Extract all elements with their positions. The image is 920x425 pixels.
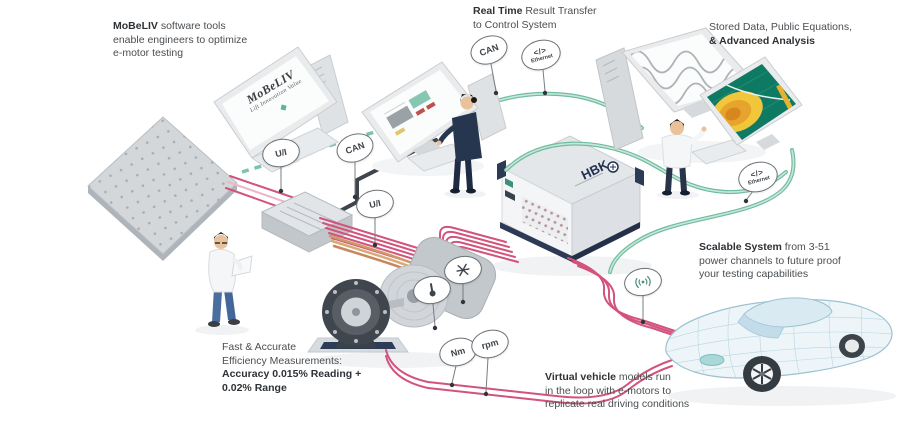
hbk-daq-device: HBK (497, 135, 644, 262)
control-screen-ui (384, 90, 436, 136)
pink-cables-bottom (385, 349, 673, 405)
thermometer-icon (429, 283, 436, 297)
engineer-analysis (661, 119, 707, 196)
badge-stems (278, 63, 754, 397)
control-workstation (361, 61, 507, 176)
mobeliv-diamond-icon (280, 104, 287, 111)
wireless-signal-icon (635, 276, 651, 288)
annotation-stored-data: Stored Data, Public Equations, & Advance… (709, 21, 853, 47)
annotation-mobeliv: MoBeLIV software tools enable engineers … (113, 20, 248, 59)
pink-cables-to-car (567, 257, 695, 343)
badge-signal (621, 264, 665, 300)
annotation-realtime: Real Time Result Transfer to Control Sys… (473, 5, 597, 31)
engineer-control (436, 94, 482, 194)
torque-transducer (322, 279, 390, 348)
annotation-virtual-vehicle: Virtual vehicle models run in the loop w… (545, 371, 690, 410)
multi-axis-icon (456, 263, 470, 277)
annotation-accuracy: Fast & Accurate Efficiency Measurements:… (222, 341, 362, 394)
badge-multi-axis (441, 252, 485, 288)
bedplate (87, 116, 238, 261)
efficiency-map-screen (707, 64, 796, 140)
engineer-left (208, 232, 253, 327)
analysis-workstation (595, 27, 803, 165)
badge-temperature (410, 272, 454, 308)
wireframe-car (665, 297, 893, 392)
annotation-scalable: Scalable System from 3-51 power channels… (699, 241, 841, 280)
